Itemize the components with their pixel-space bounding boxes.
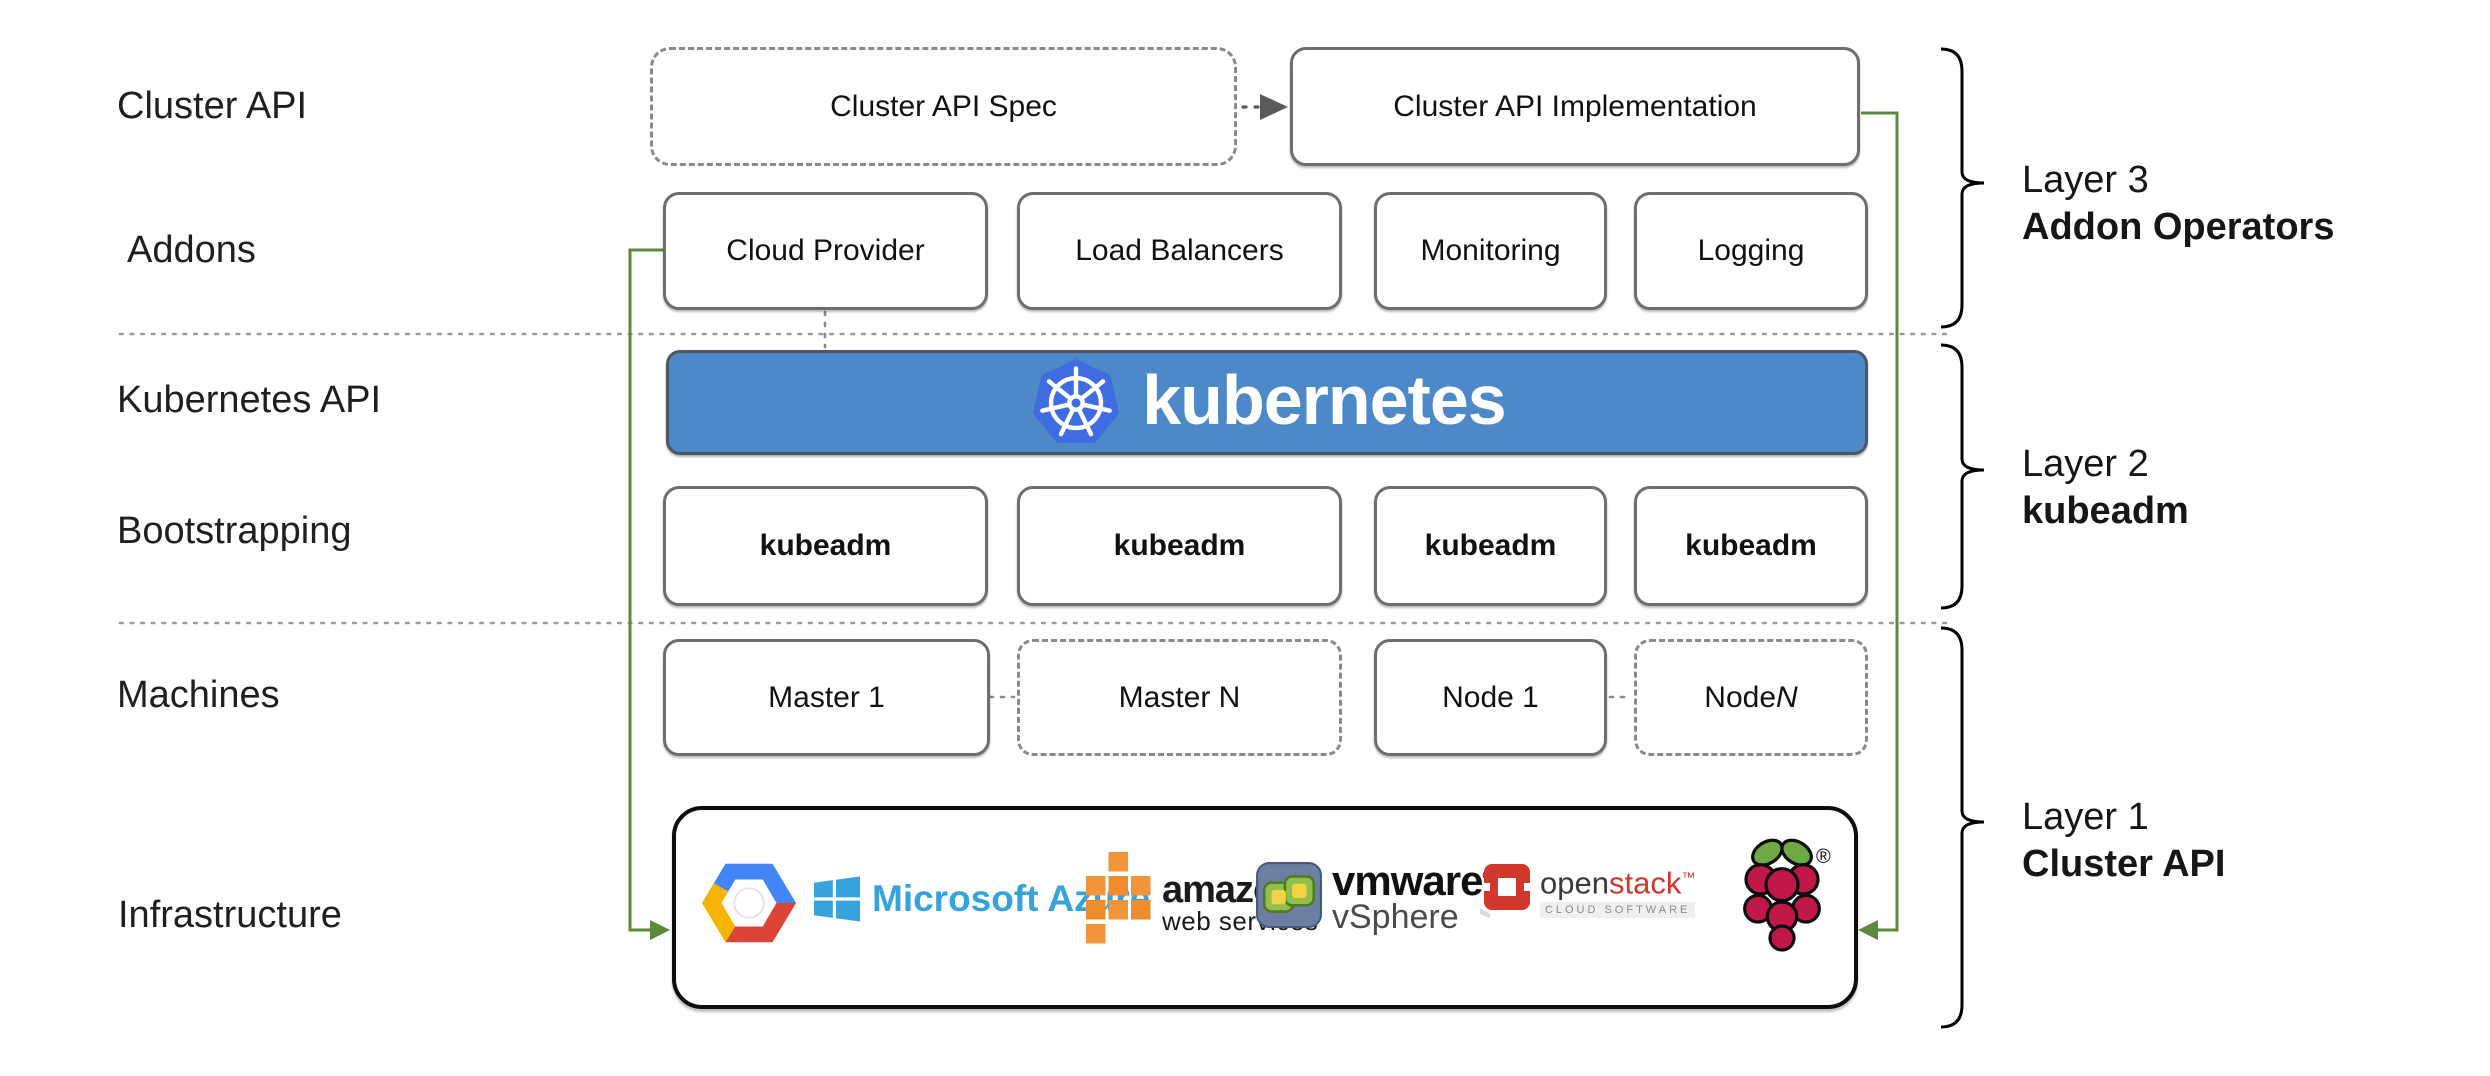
openstack-icon — [1480, 864, 1530, 919]
box-load-balancers: Load Balancers — [1017, 192, 1342, 310]
row-label-infrastructure: Infrastructure — [118, 894, 342, 936]
box-kubeadm-3: kubeadm — [1374, 486, 1607, 606]
box-load-balancers-label: Load Balancers — [1075, 234, 1284, 267]
box-node-1-label: Node 1 — [1442, 680, 1539, 714]
box-master-1-label: Master 1 — [768, 680, 885, 714]
google-cloud-logo — [698, 854, 800, 952]
layer-3-label: Layer 3 Addon Operators — [2022, 157, 2334, 251]
box-node-n: Node N — [1634, 639, 1868, 756]
box-logging-label: Logging — [1697, 234, 1805, 267]
box-node-n-label-n: N — [1776, 680, 1798, 714]
box-kubeadm-2-label: kubeadm — [1113, 529, 1246, 562]
layer-3-line1: Layer 3 — [2022, 159, 2149, 201]
bracket-layer3 — [1940, 47, 1985, 329]
green-arrowhead-left — [650, 920, 670, 940]
vmware-wordmark-main: vmware® — [1332, 856, 1493, 902]
kubernetes-banner: kubernetes — [666, 350, 1868, 455]
layer-3-line2: Addon Operators — [2022, 206, 2335, 248]
layer-1-line2: Cluster API — [2022, 843, 2226, 885]
openstack-logo: openstack™ CLOUD SOFTWARE — [1476, 862, 1696, 919]
box-node-1: Node 1 — [1374, 639, 1607, 756]
box-cluster-api-implementation-label: Cluster API Implementation — [1393, 89, 1757, 123]
box-kubeadm-4-label: kubeadm — [1685, 529, 1817, 562]
box-master-n-label: Master N — [1118, 680, 1241, 714]
layer-1-line1: Layer 1 — [2022, 796, 2149, 838]
vmware-logo: vmware® vSphere — [1256, 856, 1493, 936]
box-node-n-label: Node — [1704, 680, 1777, 714]
vmware-vsphere-icon — [1256, 862, 1322, 928]
row-label-bootstrapping: Bootstrapping — [117, 510, 352, 552]
box-kubeadm-3-label: kubeadm — [1424, 529, 1557, 562]
box-master-n: Master N — [1017, 639, 1342, 756]
box-monitoring-label: Monitoring — [1420, 234, 1561, 267]
box-kubeadm-2: kubeadm — [1017, 486, 1342, 606]
box-kubeadm-1: kubeadm — [663, 486, 988, 606]
google-cloud-icon — [701, 863, 797, 943]
openstack-wordmark-main: openstack™ — [1540, 865, 1696, 901]
vmware-wordmark-sub: vSphere — [1332, 898, 1459, 936]
box-cloud-provider: Cloud Provider — [663, 192, 988, 310]
box-logging: Logging — [1634, 192, 1868, 310]
infrastructure-box: Microsoft Azure amazon web services — [672, 806, 1858, 1009]
arrowhead-spec-to-implementation — [1260, 94, 1288, 120]
row-label-cluster-api: Cluster API — [117, 85, 308, 127]
row-label-addons: Addons — [127, 229, 256, 271]
layer-1-label: Layer 1 Cluster API — [2022, 794, 2225, 888]
layer-2-line1: Layer 2 — [2022, 443, 2149, 485]
row-label-machines: Machines — [117, 674, 280, 716]
box-kubeadm-1-label: kubeadm — [759, 529, 892, 562]
box-cluster-api-spec: Cluster API Spec — [650, 47, 1237, 166]
box-master-1: Master 1 — [663, 639, 990, 756]
kubernetes-logo-icon — [1033, 358, 1120, 443]
raspberry-pi-logo: ® — [1742, 834, 1831, 954]
bracket-layer2 — [1940, 343, 1985, 610]
openstack-tm-mark: ™ — [1681, 869, 1696, 885]
row-label-kubernetes-api: Kubernetes API — [117, 379, 382, 421]
layer-2-line2: kubeadm — [2022, 490, 2189, 532]
box-cloud-provider-label: Cloud Provider — [726, 234, 925, 267]
green-line-left — [628, 248, 663, 932]
bracket-layer1 — [1940, 626, 1985, 1029]
box-monitoring: Monitoring — [1374, 192, 1607, 310]
openstack-wordmark: openstack™ CLOUD SOFTWARE — [1540, 862, 1696, 919]
box-kubeadm-4: kubeadm — [1634, 486, 1868, 606]
raspberry-pi-icon — [1743, 838, 1821, 952]
box-cluster-api-spec-label: Cluster API Spec — [830, 89, 1057, 123]
box-cluster-api-implementation: Cluster API Implementation — [1290, 47, 1860, 166]
openstack-wordmark-sub: CLOUD SOFTWARE — [1540, 902, 1696, 919]
azure-windows-icon — [814, 876, 860, 922]
aws-cubes-icon — [1086, 852, 1151, 944]
kubernetes-wordmark: kubernetes — [1142, 360, 1506, 439]
green-arrowhead-right — [1858, 920, 1878, 940]
raspberry-pi-reg-mark: ® — [1816, 846, 1831, 868]
layer-2-label: Layer 2 kubeadm — [2022, 441, 2189, 535]
vmware-wordmark: vmware® vSphere — [1332, 856, 1493, 936]
